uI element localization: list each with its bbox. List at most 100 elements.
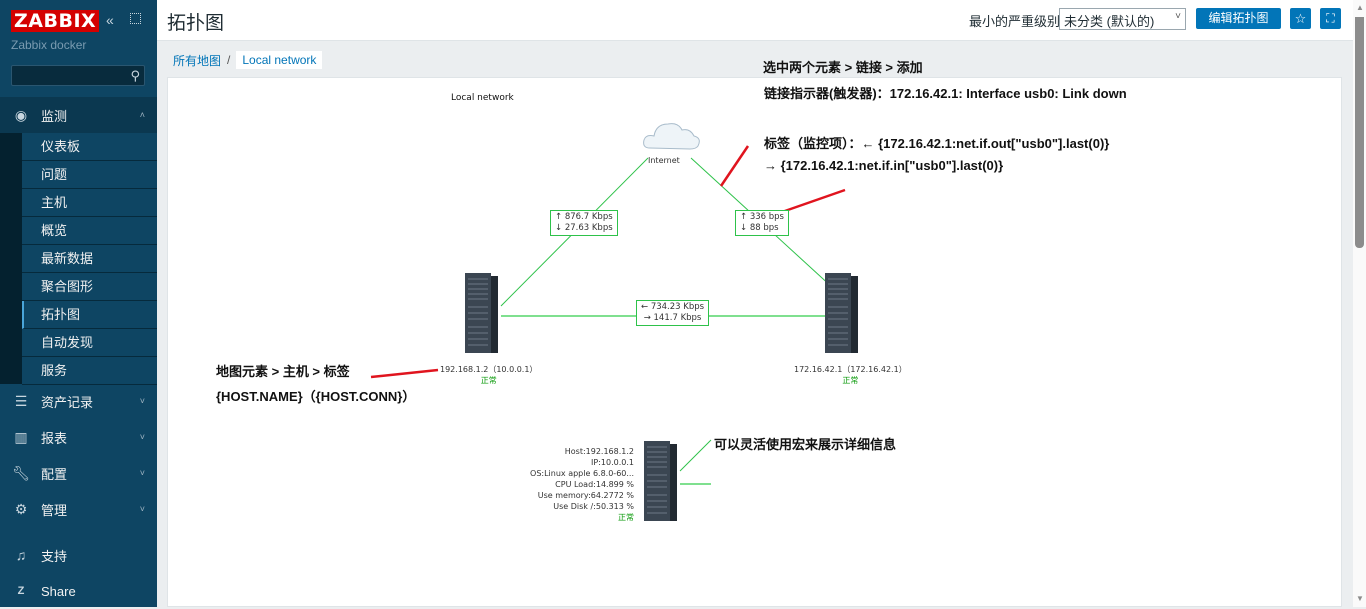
chevron-down-icon: ˅ [1175, 11, 1181, 22]
annotation-select-two: 选中两个元素 > 链接 > 添加 [763, 60, 923, 75]
scroll-up-icon[interactable]: ▲ [1356, 3, 1364, 12]
annotation-pointer-link [719, 145, 750, 187]
submenu-item-hosts[interactable]: 主机 [22, 189, 157, 217]
gear-icon: ⚙ [14, 500, 28, 517]
chevron-down-icon: ˅ [139, 396, 145, 406]
submenu-item-overview[interactable]: 概览 [22, 217, 157, 245]
map-links-layer [370, 123, 846, 485]
host-detail-label: Host:192.168.1.2 IP:10.0.0.1 OS:Linux ap… [528, 446, 634, 523]
menu-label: 监测 [41, 108, 68, 124]
scrollbar-thumb[interactable] [1355, 17, 1364, 248]
page-title: 拓扑图 [167, 13, 225, 34]
submenu-gutter [0, 133, 22, 384]
scroll-down-icon[interactable]: ▼ [1356, 594, 1364, 603]
menu-label: 配置 [41, 466, 68, 482]
menu-label: 资产记录 [41, 394, 94, 410]
submenu-item-services[interactable]: 服务 [22, 357, 157, 385]
server-icon[interactable] [463, 273, 501, 353]
menu-share[interactable]: Z Share [0, 573, 157, 609]
link-up-value: ↑ 336 bps [740, 212, 784, 222]
severity-value: 未分类 (默认的) [1064, 14, 1155, 29]
link-down-value: ↓ 27.63 Kbps [555, 223, 613, 233]
page-header: 拓扑图 最小的严重级别 未分类 (默认的) ˅ 编辑拓扑图 ☆ ⛶ [157, 0, 1353, 41]
sidebar-search-input[interactable]: ⚲ [11, 65, 145, 86]
host-status: 正常 [480, 376, 497, 385]
headset-icon: ♫ [15, 547, 27, 563]
server-icon[interactable] [823, 273, 861, 353]
menu-administration[interactable]: ⚙ 管理 ˅ [0, 491, 157, 527]
host-label-left: 192.168.1.2（10.0.0.1） 正常 [440, 364, 537, 386]
cloud-icon[interactable] [643, 123, 700, 150]
link-label-servers: ← 734.23 Kbps → 141.7 Kbps [636, 300, 710, 326]
host-status: 正常 [842, 376, 859, 385]
menu-inventory[interactable]: ☰ 资产记录 ˅ [0, 383, 157, 419]
zabbix-logo[interactable]: ZABBIX [11, 10, 100, 32]
link-down-value: ↓ 88 bps [740, 223, 779, 233]
severity-select[interactable]: 未分类 (默认的) ˅ [1059, 8, 1186, 30]
menu-configuration[interactable]: 🔧︎ 配置 ˅ [0, 455, 157, 491]
breadcrumb-all-maps[interactable]: 所有地图 [173, 53, 222, 68]
menu-label: 支持 [41, 548, 68, 564]
eye-icon: ◉ [14, 106, 28, 123]
link-right-value: → 141.7 Kbps [643, 313, 702, 323]
detail-line: CPU Load:14.899 % [555, 480, 634, 489]
detail-line: Use memory:64.2772 % [537, 491, 634, 500]
page-scrollbar[interactable]: ▲ ▼ [1353, 0, 1366, 607]
wrench-icon: 🔧︎ [12, 464, 30, 481]
submenu-item-dashboard[interactable]: 仪表板 [22, 133, 157, 161]
submenu-item-latest-data[interactable]: 最新数据 [22, 245, 157, 273]
breadcrumb-current[interactable]: Local network [236, 51, 323, 69]
link-detail-diag [679, 439, 712, 472]
breadcrumb: 所有地图 / Local network [173, 51, 323, 69]
submenu-item-problems[interactable]: 问题 [22, 161, 157, 189]
menu-reports[interactable]: ▥ 报表 ˅ [0, 419, 157, 455]
severity-label: 最小的严重级别 [969, 14, 1061, 29]
chevron-down-icon: ˅ [139, 504, 145, 514]
menu-monitoring[interactable]: ◉ 监测 ˄ [0, 97, 157, 133]
link-label-internet-right: ↑ 336 bps ↓ 88 bps [735, 210, 789, 236]
link-left-value: ← 734.23 Kbps [641, 302, 705, 312]
annotation-map-element: 地图元素 > 主机 > 标签 [216, 364, 350, 379]
detail-line: Host:192.168.1.2 [564, 447, 634, 456]
map-canvas: Local network Internet ↑ 876.7 Kbps ↓ 27… [167, 77, 1342, 607]
sidebar: ZABBIX « Zabbix docker ⚲ ◉ 监测 ˄ 仪表板 问题 主… [0, 0, 157, 607]
breadcrumb-separator: / [227, 53, 231, 67]
menu-label: 报表 [41, 430, 68, 446]
search-icon[interactable]: ⚲ [130, 68, 140, 83]
share-z-icon: Z [17, 585, 25, 597]
detail-line: IP:10.0.0.1 [591, 458, 634, 467]
kiosk-mode-icon[interactable] [130, 13, 141, 24]
bar-chart-icon: ▥ [14, 428, 28, 445]
annotation-pointer-host [370, 368, 439, 379]
host-name: 192.168.1.2（10.0.0.1） [440, 365, 538, 374]
internet-label: Internet [648, 156, 680, 165]
annotation-label-item-2: → {172.16.42.1:net.if.in["usb0"].last(0)… [764, 158, 1004, 173]
detail-line: OS:Linux apple 6.8.0-60... [530, 469, 634, 478]
star-icon[interactable]: ☆ [1290, 8, 1311, 29]
map-title: Local network [451, 93, 514, 103]
menu-label: Share [41, 583, 76, 599]
fullscreen-icon[interactable]: ⛶ [1320, 8, 1341, 29]
annotation-label-item-1: 标签（监控项）：← {172.16.42.1:net.if.out["usb0"… [764, 136, 1110, 151]
menu-support[interactable]: ♫ 支持 [0, 537, 157, 573]
server-name: Zabbix docker [11, 38, 87, 52]
host-label-right: 172.16.42.1（172.16.42.1） 正常 [794, 364, 907, 386]
detail-status: 正常 [618, 513, 634, 522]
chevron-down-icon: ˅ [139, 432, 145, 442]
list-icon: ☰ [14, 392, 28, 409]
server-icon[interactable] [642, 441, 680, 521]
collapse-sidebar-icon[interactable]: « [106, 12, 114, 28]
annotation-pointer-label [781, 188, 846, 214]
detail-line: Use Disk /:50.313 % [553, 502, 634, 511]
submenu-item-maps[interactable]: 拓扑图 [22, 301, 157, 329]
annotation-link-indicator: 链接指示器(触发器)：172.16.42.1: Interface usb0: … [764, 86, 1127, 101]
chevron-up-icon: ˄ [139, 110, 145, 120]
submenu-item-screens[interactable]: 聚合图形 [22, 273, 157, 301]
chevron-down-icon: ˅ [139, 468, 145, 478]
submenu-item-discovery[interactable]: 自动发现 [22, 329, 157, 357]
monitoring-submenu: 仪表板 问题 主机 概览 最新数据 聚合图形 拓扑图 自动发现 服务 [0, 133, 157, 385]
annotation-host-macro: {HOST.NAME}（{HOST.CONN}） [216, 389, 416, 404]
annotation-macro-note: 可以灵活使用宏来展示详细信息 [714, 437, 897, 452]
link-up-value: ↑ 876.7 Kbps [555, 212, 613, 222]
edit-map-button[interactable]: 编辑拓扑图 [1196, 8, 1281, 29]
